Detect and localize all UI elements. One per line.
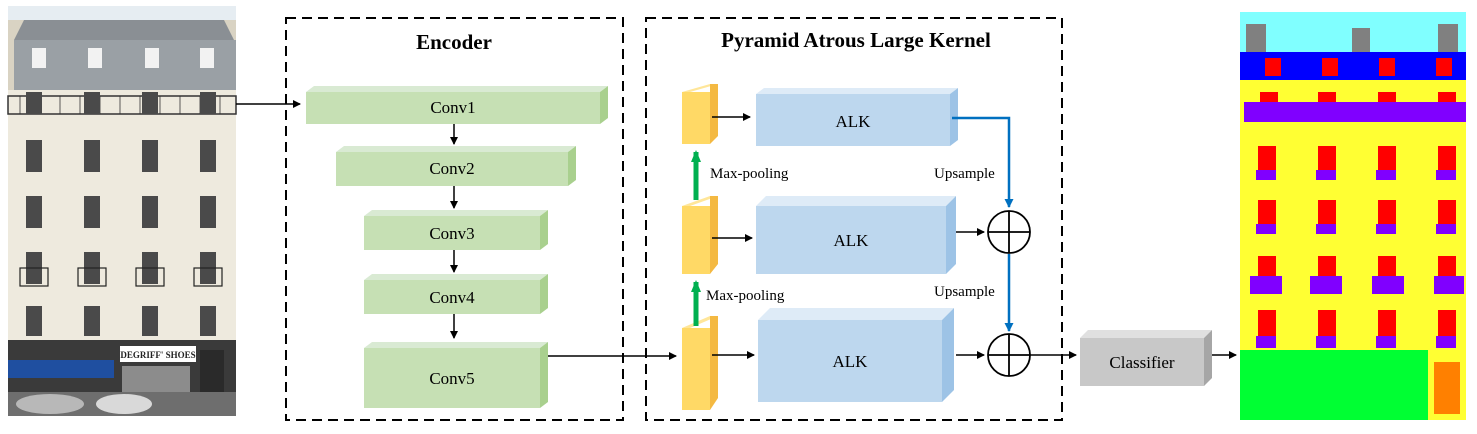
alk-block-top: ALK: [756, 88, 958, 146]
segmentation-output: [1240, 12, 1466, 420]
classifier-block: Classifier: [1080, 330, 1212, 386]
encoder-panel: [285, 17, 624, 421]
alk-middle-label: ALK: [834, 231, 870, 250]
palk-title: Pyramid Atrous Large Kernel: [721, 28, 991, 52]
alk-top-label: ALK: [836, 112, 872, 131]
conv3-label: Conv3: [429, 224, 474, 243]
classifier-label: Classifier: [1109, 353, 1174, 372]
alk-block-middle: ALK: [756, 196, 956, 274]
upsample-arrow-top: [952, 116, 1014, 208]
conv4-label: Conv4: [429, 288, 475, 307]
shop-sign-text: DEGRIFF' SHOES: [120, 350, 195, 360]
feature-map-bottom: [682, 316, 718, 410]
feature-map-top: [682, 84, 718, 144]
alk-bottom-label: ALK: [833, 352, 869, 371]
conv4-block: Conv4: [364, 274, 548, 314]
feature-map-middle: [682, 196, 718, 274]
maxpool-label-upper: Max-pooling: [710, 166, 789, 182]
sum-node-lower: [987, 333, 1031, 377]
input-facade-image: DEGRIFF' SHOES: [7, 6, 237, 416]
conv1-block: Conv1: [306, 86, 608, 124]
conv3-block: Conv3: [364, 210, 548, 250]
upsample-label-upper: Upsample: [934, 166, 995, 182]
conv2-block: Conv2: [336, 146, 576, 186]
conv5-block: Conv5: [364, 342, 548, 408]
palk-panel: [645, 17, 1063, 421]
alk-block-bottom: ALK: [758, 308, 954, 402]
encoder-title: Encoder: [416, 30, 492, 54]
upsample-label-lower: Upsample: [934, 284, 995, 300]
conv2-label: Conv2: [429, 159, 474, 178]
conv1-label: Conv1: [430, 98, 475, 117]
maxpool-label-lower: Max-pooling: [706, 288, 785, 304]
conv5-label: Conv5: [429, 369, 474, 388]
sum-node-upper: [987, 210, 1031, 254]
